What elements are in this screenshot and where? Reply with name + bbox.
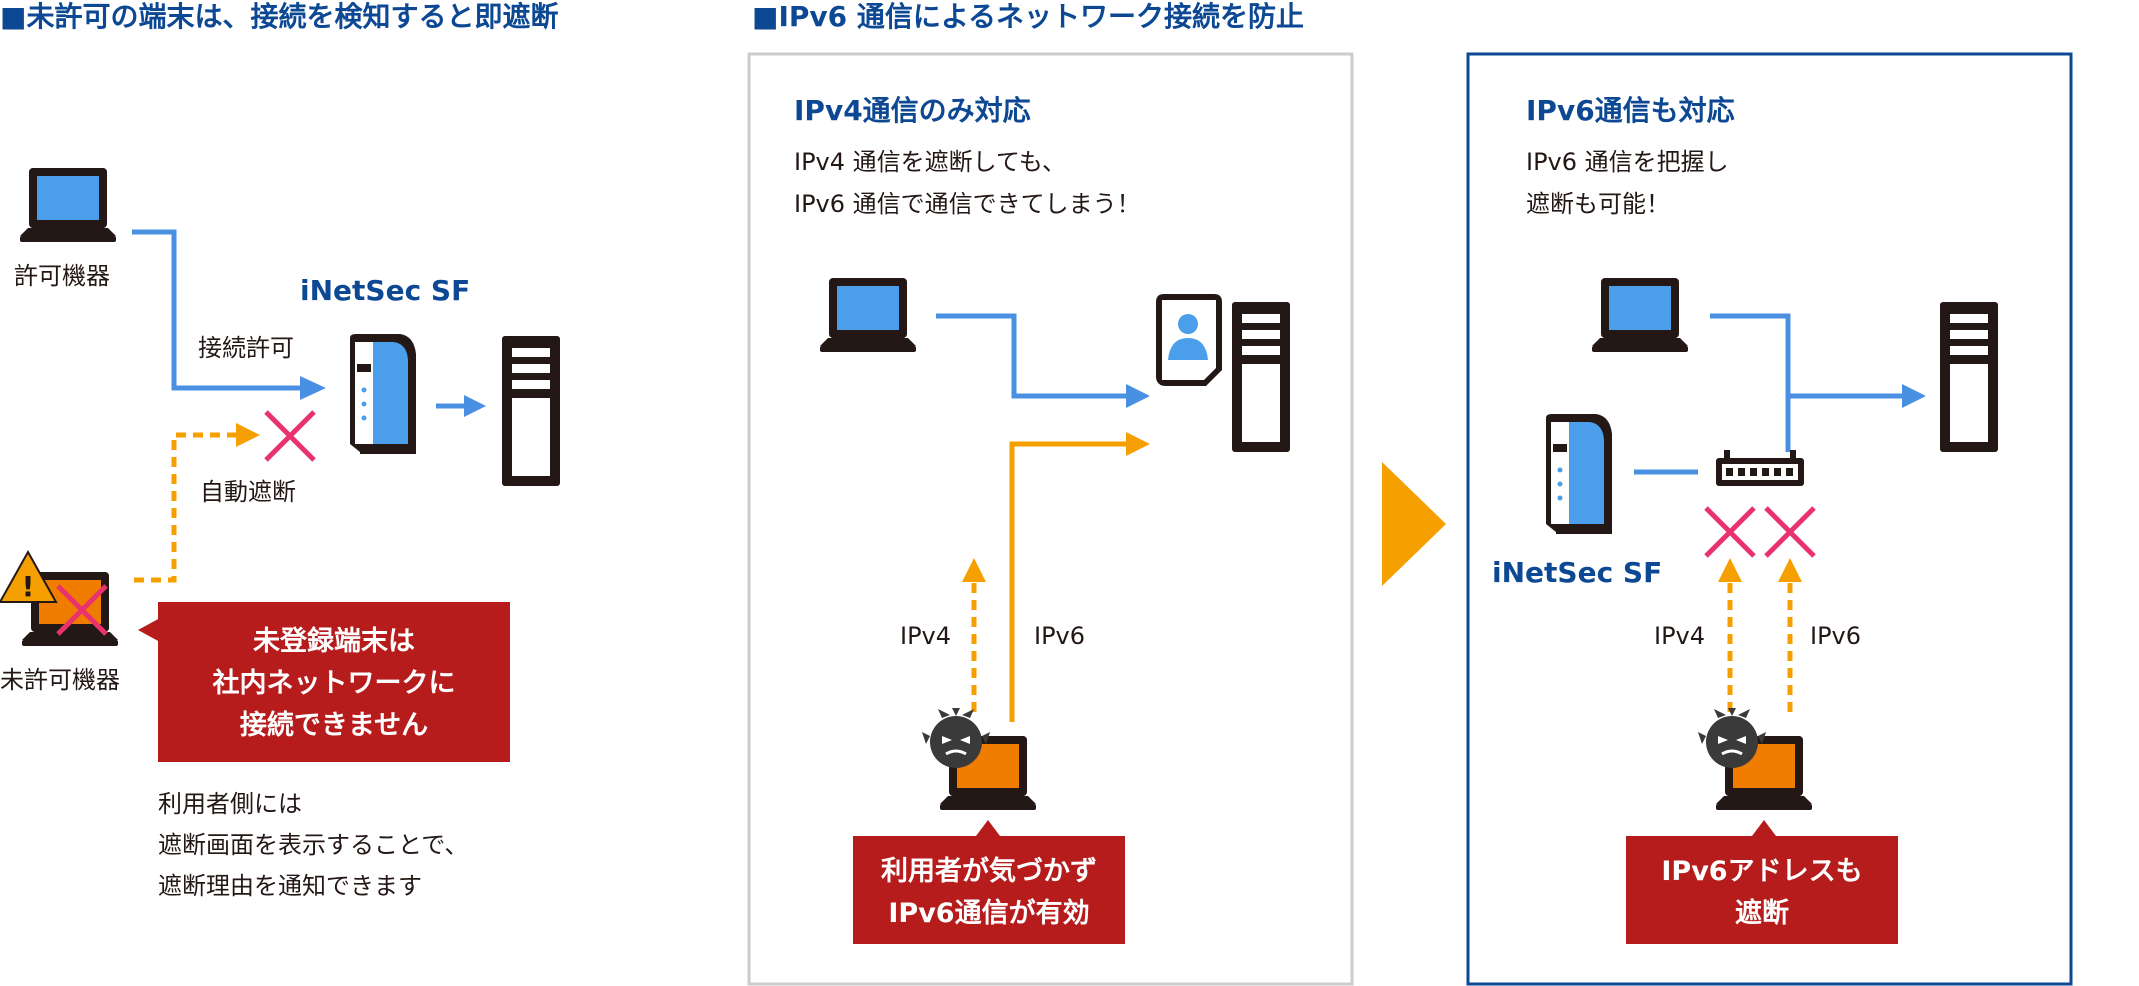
before-ipv4-line <box>936 313 1130 399</box>
before-ipv4-up-arrowhead-icon <box>962 558 986 582</box>
before-title: IPv4通信のみ対応 <box>794 94 1031 127</box>
before-laptop-icon <box>820 278 916 352</box>
before-panel <box>747 52 1354 986</box>
before-desc-line-1: IPv4 通信を遮断しても、 <box>794 148 1066 176</box>
before-callout-line-1: 利用者が気づかず <box>881 855 1097 887</box>
before-ipv6-label: IPv6 <box>1034 622 1085 650</box>
after-ipv4-line <box>1710 313 1906 399</box>
after-laptop-icon <box>1592 278 1688 352</box>
right-heading: ■IPv6 通信によるネットワーク接続を防止 <box>752 0 1304 33</box>
after-product-label: iNetSec SF <box>1492 556 1662 589</box>
after-desc-line-2: 遮断も可能！ <box>1526 190 1670 218</box>
left-callout-box <box>158 602 510 762</box>
unauthorized-device-label: 未許可機器 <box>0 666 120 694</box>
left-product-label: iNetSec SF <box>300 274 470 307</box>
blocked-arrowhead-icon <box>236 423 260 447</box>
left-server-arrowhead-icon <box>464 395 486 417</box>
user-card-icon <box>1156 294 1222 386</box>
after-callout-line-1: IPv6アドレスも <box>1661 856 1862 887</box>
auto-block-x-icon <box>266 412 314 460</box>
connection-allowed-label: 接続許可 <box>198 334 294 362</box>
after-ipv4-arrowhead-icon <box>1902 384 1926 408</box>
allowed-device-label: 許可機器 <box>14 262 110 290</box>
allowed-arrowhead-icon <box>300 376 326 400</box>
after-ipv6-block-x-icon <box>1766 508 1814 556</box>
after-callout-line-2: 遮断 <box>1735 897 1789 929</box>
before-ipv6-arrowhead-icon <box>1126 432 1150 456</box>
warning-icon <box>0 549 58 603</box>
left-heading: ■未許可の端末は、接続を検知すると即遮断 <box>0 0 558 33</box>
after-ipv4-label: IPv4 <box>1654 622 1705 650</box>
after-server-icon <box>1940 302 1998 452</box>
warning-mark-glyph: ! <box>22 570 35 603</box>
left-note-line-1: 利用者側には <box>158 790 302 818</box>
before-desc-line-2: IPv6 通信で通信できてしまう！ <box>794 190 1141 218</box>
before-callout-pointer <box>976 820 1000 836</box>
after-inetsec-appliance-icon <box>1546 414 1612 534</box>
network-hub-icon <box>1716 450 1804 486</box>
before-ipv6-line <box>1009 441 1130 722</box>
allowed-connection-line <box>132 229 304 391</box>
before-callout-line-2: IPv6通信が有効 <box>888 897 1089 929</box>
after-panel <box>1466 52 2073 986</box>
after-ipv4-up-arrowhead-icon <box>1718 558 1742 582</box>
after-ipv6-up-arrowhead-icon <box>1778 558 1802 582</box>
left-server-icon <box>502 336 560 486</box>
left-callout-line-3: 接続できません <box>240 710 428 741</box>
after-ipv4-block-x-icon <box>1706 508 1754 556</box>
after-callout-box <box>1626 836 1898 944</box>
after-ipv6-label: IPv6 <box>1810 622 1861 650</box>
left-callout-pointer <box>138 618 160 642</box>
left-inetsec-appliance-icon <box>350 334 416 454</box>
left-callout-line-1: 未登録端末は <box>253 625 415 657</box>
after-callout-pointer <box>1752 820 1776 836</box>
allowed-laptop-icon <box>20 168 116 242</box>
before-server-icon <box>1232 302 1290 452</box>
left-note-line-2: 遮断画面を表示することで、 <box>158 831 468 859</box>
after-title: IPv6通信も対応 <box>1526 94 1735 127</box>
before-ipv4-arrowhead-icon <box>1126 384 1150 408</box>
before-ipv4-label: IPv4 <box>900 622 951 650</box>
before-callout-box <box>853 836 1125 944</box>
left-callout-line-2: 社内ネットワークに <box>213 667 456 699</box>
left-note-line-3: 遮断理由を通知できます <box>158 872 422 900</box>
blocked-connection-line <box>134 432 240 583</box>
auto-block-label: 自動遮断 <box>200 478 296 506</box>
transition-arrow-icon <box>1382 462 1446 586</box>
after-desc-line-1: IPv6 通信を把握し <box>1526 148 1729 176</box>
